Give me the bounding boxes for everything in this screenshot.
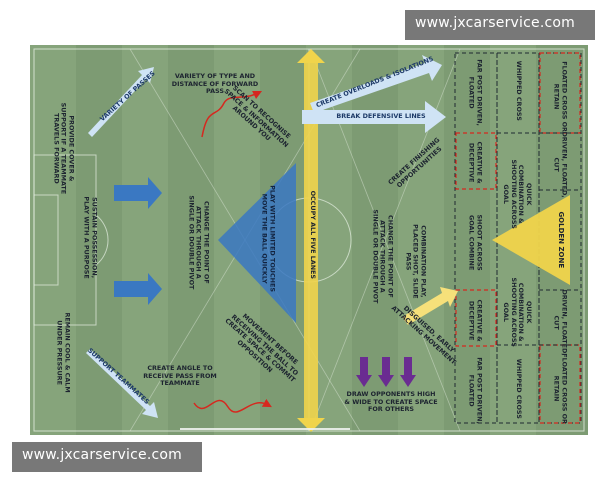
label-driven-bottom: DRIVEN, FLOATED, CUT — [553, 289, 569, 356]
pitch-drawing — [33, 48, 585, 432]
label-far-post-top: FAR POST DRIVEN, FLOATED — [468, 59, 484, 126]
label-creative-bottom: CREATIVE & DECEPTIVE — [468, 299, 484, 342]
label-play-limited: PLAY WITH LIMITED TOUCHES MOVE THE BALL … — [261, 185, 277, 292]
label-create-angle: CREATE ANGLE TO RECEIVE PASS FROM TEAMMA… — [143, 364, 217, 388]
pitch-stripe — [30, 45, 76, 435]
label-whipped-top: WHIPPED CROSS — [514, 60, 523, 121]
watermark-bottom: www.jxcarservice.com — [12, 442, 202, 472]
label-quick-combo-top: QUICK COMBINATION & SHOOTING ACROSS GOAL — [502, 159, 534, 229]
disguised-arrow — [402, 287, 458, 325]
label-change-point-1: CHANGE THE POINT OF ATTACK THROUGH A SIN… — [187, 195, 211, 290]
purple-arrow — [378, 357, 394, 387]
overloads-arrow — [310, 55, 442, 113]
label-driven-top: DRIVEN, FLOATED, CUT — [553, 131, 569, 198]
label-occupy-lanes: OCCUPY ALL FIVE LANES — [308, 190, 317, 280]
pitch: PROVIDE COVER & SUPPORT IF A TEAMMATE TR… — [30, 45, 588, 435]
lanes-arrow-shaft — [304, 63, 318, 418]
midfield-triangle — [218, 163, 296, 323]
label-sustain: SUSTAIN POSSESSION, PLAY WITH A PURPOSE — [83, 196, 99, 279]
label-provide-cover: PROVIDE COVER & SUPPORT IF A TEAMMATE TR… — [52, 102, 76, 195]
label-break-lines: BREAK DEFENSIVE LINES — [336, 112, 426, 120]
label-remain-cool: REMAIN COOL & CALM UNDER PRESSURE — [56, 312, 72, 393]
lanes-arrow-head-top — [297, 49, 325, 63]
label-quick-combo-bottom: QUICK COMBINATION & SHOOTING ACROSS GOAL — [502, 277, 534, 347]
label-shoot-across: SHOOT ACROSS GOAL COMBINE — [468, 214, 484, 271]
break-lines-arrow — [302, 101, 446, 133]
blue-arrow-lower — [114, 273, 162, 305]
label-floated-bottom: FLOATED CROSS OR RETAIN — [553, 353, 569, 424]
label-golden-zone: GOLDEN ZONE — [556, 211, 565, 269]
label-floated-top: FLOATED CROSS OR RETAIN — [553, 61, 569, 132]
golden-zone-triangle — [492, 195, 570, 285]
variety-passes-arrow — [88, 67, 154, 137]
lanes-arrow-head-bottom — [297, 418, 325, 432]
label-variety-type: VARIETY OF TYPE AND DISTANCE OF FORWARD … — [171, 72, 259, 96]
label-creative-top: CREATIVE & DECEPTIVE — [468, 141, 484, 184]
support-teammates-arrow — [86, 349, 158, 418]
red-squiggle-bottom — [193, 398, 272, 413]
left-penalty-arc — [95, 214, 109, 266]
purple-arrow — [400, 357, 416, 387]
label-combination-play: COMBINATION PLAY, PLACED SHOT, SLIDE PAS… — [404, 224, 428, 299]
watermark-top: www.jxcarservice.com — [405, 10, 595, 40]
red-squiggle-top — [201, 90, 263, 138]
pitch-stripe — [122, 45, 168, 435]
label-draw-opponents: DRAW OPPONENTS HIGH & WIDE TO CREATE SPA… — [344, 390, 438, 414]
label-far-post-bottom: FAR POST DRIVEN, FLOATED — [468, 357, 484, 424]
purple-arrow — [356, 357, 372, 387]
blue-arrow-upper — [114, 177, 162, 209]
label-whipped-bottom: WHIPPED CROSS — [514, 358, 523, 419]
left-goal-box — [33, 194, 59, 286]
